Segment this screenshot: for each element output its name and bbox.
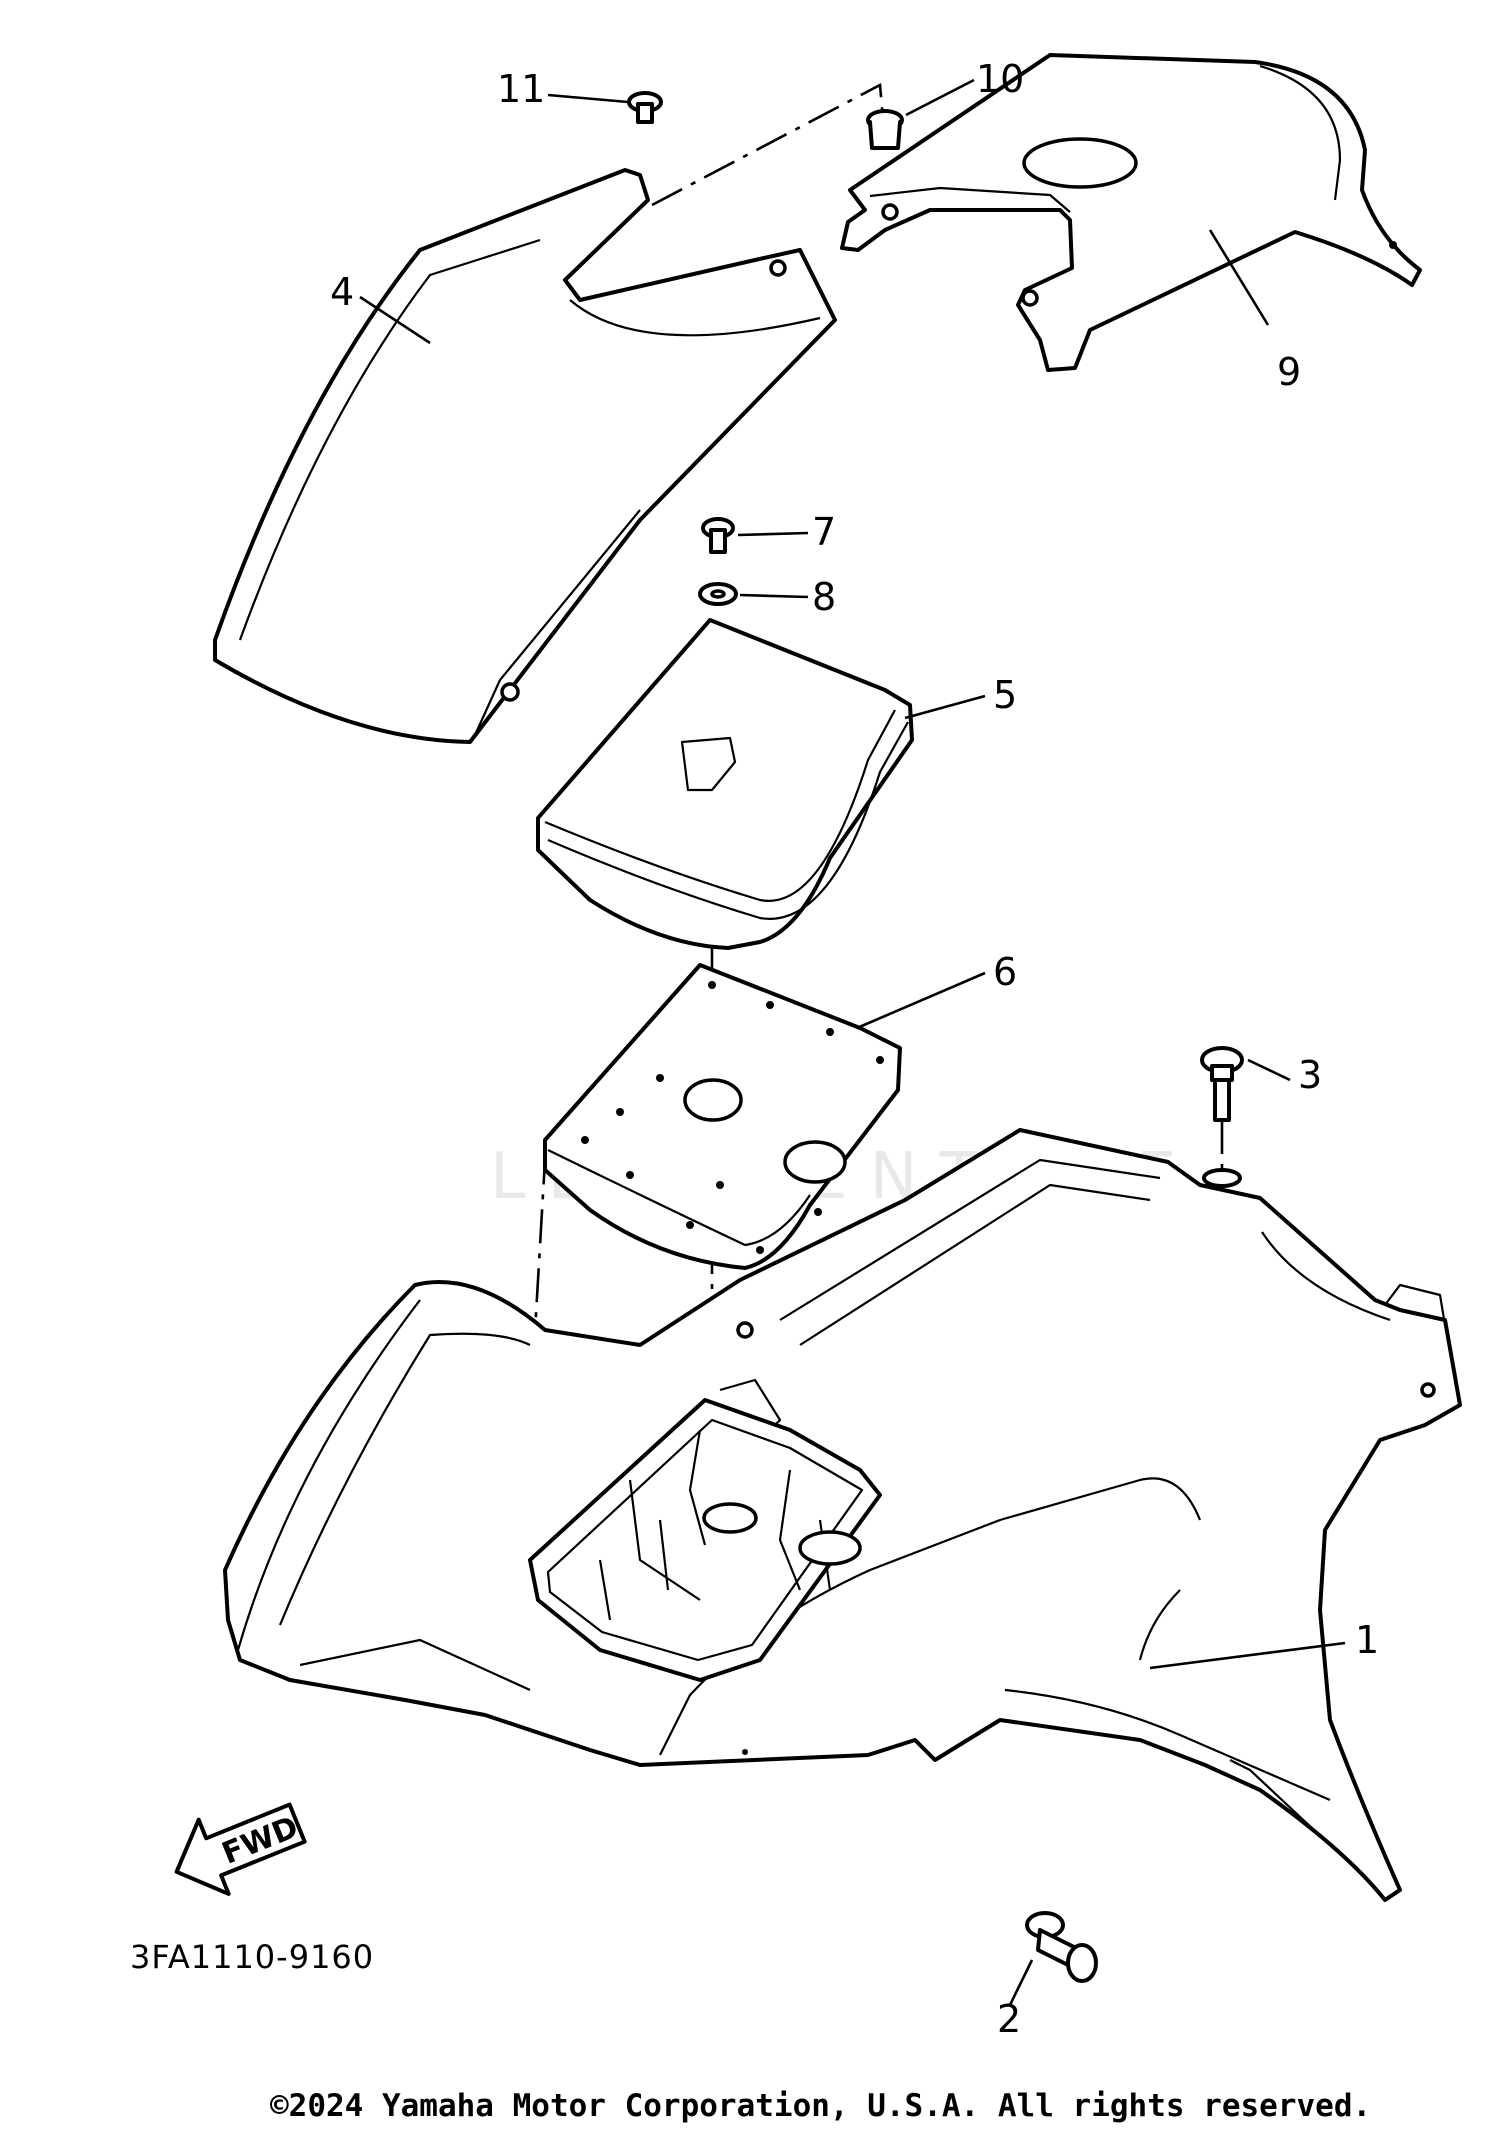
callout-2: 2 bbox=[997, 1997, 1021, 2041]
callout-8: 8 bbox=[812, 575, 836, 619]
callout-6: 6 bbox=[993, 950, 1017, 994]
part-5-cover-lid bbox=[536, 618, 914, 950]
part-3-bolt bbox=[1200, 1046, 1244, 1188]
part-1-main-fender bbox=[223, 1128, 1462, 1902]
part-10-collar bbox=[866, 109, 904, 150]
callout-4: 4 bbox=[330, 270, 354, 314]
callout-1: 1 bbox=[1355, 1618, 1379, 1662]
part-2-bolt bbox=[1025, 1911, 1098, 1983]
part-6-gasket-plate bbox=[543, 963, 902, 1270]
part-4-rear-fender bbox=[213, 168, 837, 744]
callout-9: 9 bbox=[1277, 350, 1301, 394]
part-9-fender-flap bbox=[840, 53, 1422, 372]
callout-3: 3 bbox=[1298, 1053, 1322, 1097]
copyright-notice: ©2024 Yamaha Motor Corporation, U.S.A. A… bbox=[270, 2088, 1372, 2124]
callout-10: 10 bbox=[976, 57, 1024, 101]
part-8-washer bbox=[698, 582, 738, 606]
diagram-part-code: 3FA1110-9160 bbox=[130, 1938, 374, 1976]
callout-11: 11 bbox=[497, 67, 545, 111]
callout-labels: 1 2 3 4 5 6 7 8 9 10 11 bbox=[330, 57, 1379, 2041]
leader-lines bbox=[359, 78, 1346, 2006]
forward-direction-arrow: FWD bbox=[174, 1802, 307, 1896]
callout-5: 5 bbox=[993, 673, 1017, 717]
part-7-screw bbox=[701, 517, 735, 554]
callout-7: 7 bbox=[812, 510, 836, 554]
part-11-screw bbox=[627, 91, 663, 124]
